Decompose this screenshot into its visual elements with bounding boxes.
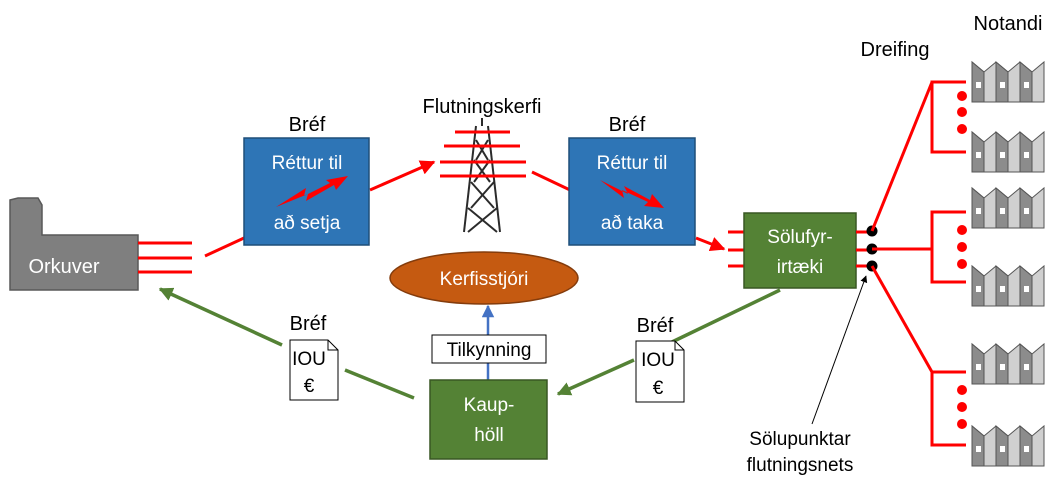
- exchange-line1: Kaup-: [464, 395, 515, 416]
- operator-label: Kerfisstjóri: [440, 269, 529, 290]
- transmission-label: Flutningskerfi: [423, 96, 542, 118]
- factory-icon: [971, 425, 1045, 467]
- letter-take-line2: að taka: [601, 213, 664, 234]
- lightning-icon: [276, 176, 348, 207]
- factory-icon: [971, 131, 1045, 173]
- transmission-tower-icon: [440, 118, 526, 233]
- iou-right-heading: Bréf: [637, 315, 674, 337]
- iou-right-document: IOU €: [635, 340, 685, 403]
- exchange-box: Kaup- höll: [429, 379, 548, 460]
- distribution-lines: [870, 80, 966, 447]
- iou-left-line2: €: [304, 376, 315, 397]
- distribution-label: Dreifing: [861, 39, 930, 61]
- power-flow-lines: [204, 160, 726, 258]
- factory-icon: [971, 265, 1045, 307]
- notification-box: Tilkynning: [431, 334, 547, 364]
- power-plant: Orkuver: [9, 197, 139, 291]
- sales-points-pointer: [811, 275, 868, 425]
- letter-send-heading: Bréf: [289, 114, 326, 136]
- power-plant-outlet-lines: [138, 241, 192, 274]
- notification-label: Tilkynning: [447, 340, 532, 361]
- consumer-buildings: [971, 61, 1045, 467]
- system-operator: Kerfisstjóri: [389, 251, 579, 305]
- retailer-box: Sölufyr- irtæki: [743, 212, 857, 289]
- lightning-icon: [600, 180, 664, 208]
- sales-points-line1: Sölupunktar: [749, 429, 851, 450]
- iou-left-document: IOU €: [289, 339, 339, 401]
- factory-icon: [971, 187, 1045, 229]
- power-plant-label: Orkuver: [28, 256, 99, 278]
- iou-left-line1: IOU: [292, 349, 326, 370]
- retailer-line2: irtæki: [777, 257, 823, 278]
- letter-take-heading: Bréf: [609, 114, 646, 136]
- letter-right-to-take: Réttur til að taka: [568, 137, 696, 246]
- factory-icon: [971, 61, 1045, 103]
- sales-points-line2: flutningsnets: [747, 455, 854, 476]
- factory-icon: [971, 343, 1045, 385]
- iou-right-line1: IOU: [641, 350, 675, 371]
- letter-send-line1: Réttur til: [272, 153, 343, 174]
- iou-right-line2: €: [653, 378, 664, 399]
- consumers-label: Notandi: [974, 13, 1043, 35]
- retailer-line1: Sölufyr-: [767, 227, 832, 248]
- iou-left-heading: Bréf: [290, 313, 327, 335]
- letter-right-to-send: Réttur til að setja: [243, 137, 370, 246]
- letter-send-line2: að setja: [274, 213, 341, 234]
- retailer-inlet-lines: [728, 230, 744, 268]
- exchange-line2: höll: [474, 425, 504, 446]
- distribution-dots: [957, 91, 967, 429]
- payment-flow-arrows: [158, 287, 781, 400]
- letter-take-line1: Réttur til: [597, 153, 668, 174]
